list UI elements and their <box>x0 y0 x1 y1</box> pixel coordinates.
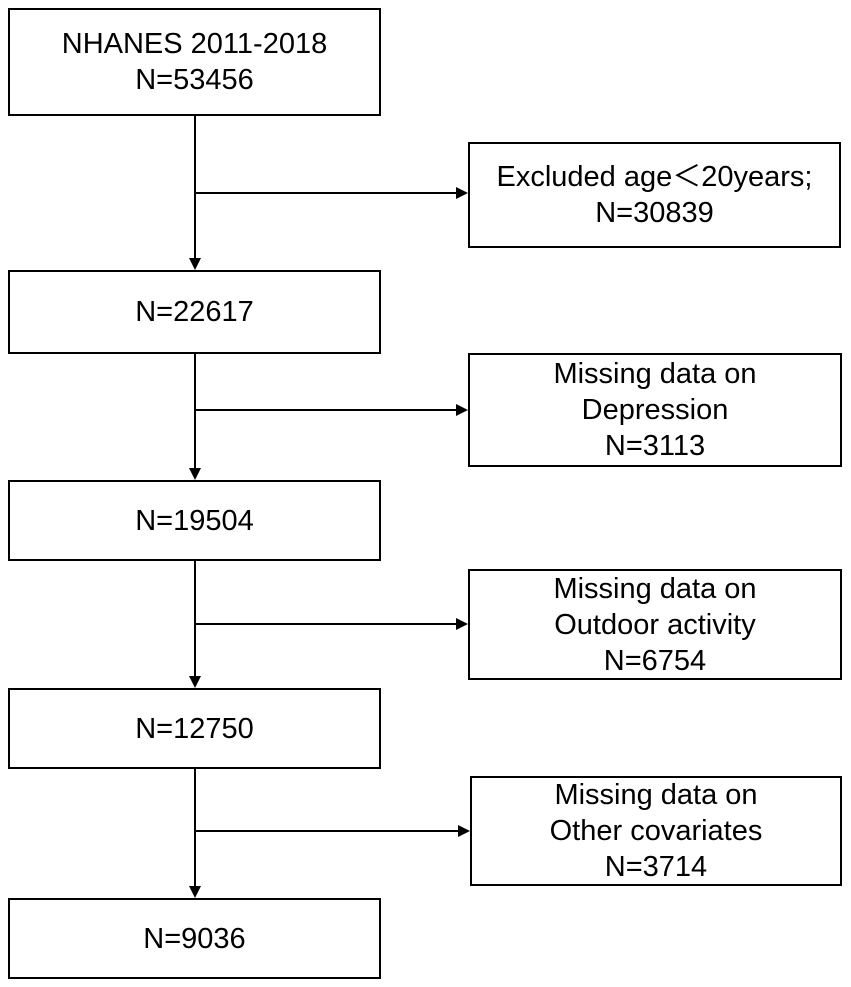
box-text-line: N=9036 <box>143 922 246 955</box>
box-text-line: Missing data on <box>553 358 757 390</box>
box-text-line: N=6754 <box>603 644 707 677</box>
box-text-line: N=30839 <box>595 197 714 229</box>
box-text-line: N=12750 <box>135 712 254 745</box>
cohort-box-step-3: N=12750 <box>8 688 381 769</box>
box-text-line: Other covariates <box>549 815 763 847</box>
box-text-line: N=53456 <box>135 64 254 96</box>
box-text-line: Missing data on <box>553 572 757 605</box>
cohort-box-final: N=9036 <box>8 898 381 979</box>
box-text-line: Missing data on <box>554 779 758 811</box>
exclusion-box-age: Excluded age＜20years; N=30839 <box>468 142 841 248</box>
cohort-box-initial: NHANES 2011-2018 N=53456 <box>8 8 381 116</box>
cohort-box-step-1: N=22617 <box>8 270 381 354</box>
box-text-line: N=22617 <box>135 296 254 328</box>
box-text-line: Outdoor activity <box>554 608 756 641</box>
box-text-line: N=19504 <box>135 504 254 537</box>
exclusion-box-covariates: Missing data on Other covariates N=3714 <box>470 776 842 886</box>
box-text-line: Excluded age＜20years; <box>496 161 813 193</box>
exclusion-box-depression: Missing data on Depression N=3113 <box>468 353 842 467</box>
box-text-line: Depression <box>581 394 729 426</box>
box-text-line: N=3714 <box>604 851 708 883</box>
exclusion-box-outdoor-activity: Missing data on Outdoor activity N=6754 <box>468 569 842 680</box>
box-text-line: NHANES 2011-2018 <box>61 28 328 60</box>
box-text-line: N=3113 <box>604 430 706 462</box>
cohort-box-step-2: N=19504 <box>8 480 381 561</box>
